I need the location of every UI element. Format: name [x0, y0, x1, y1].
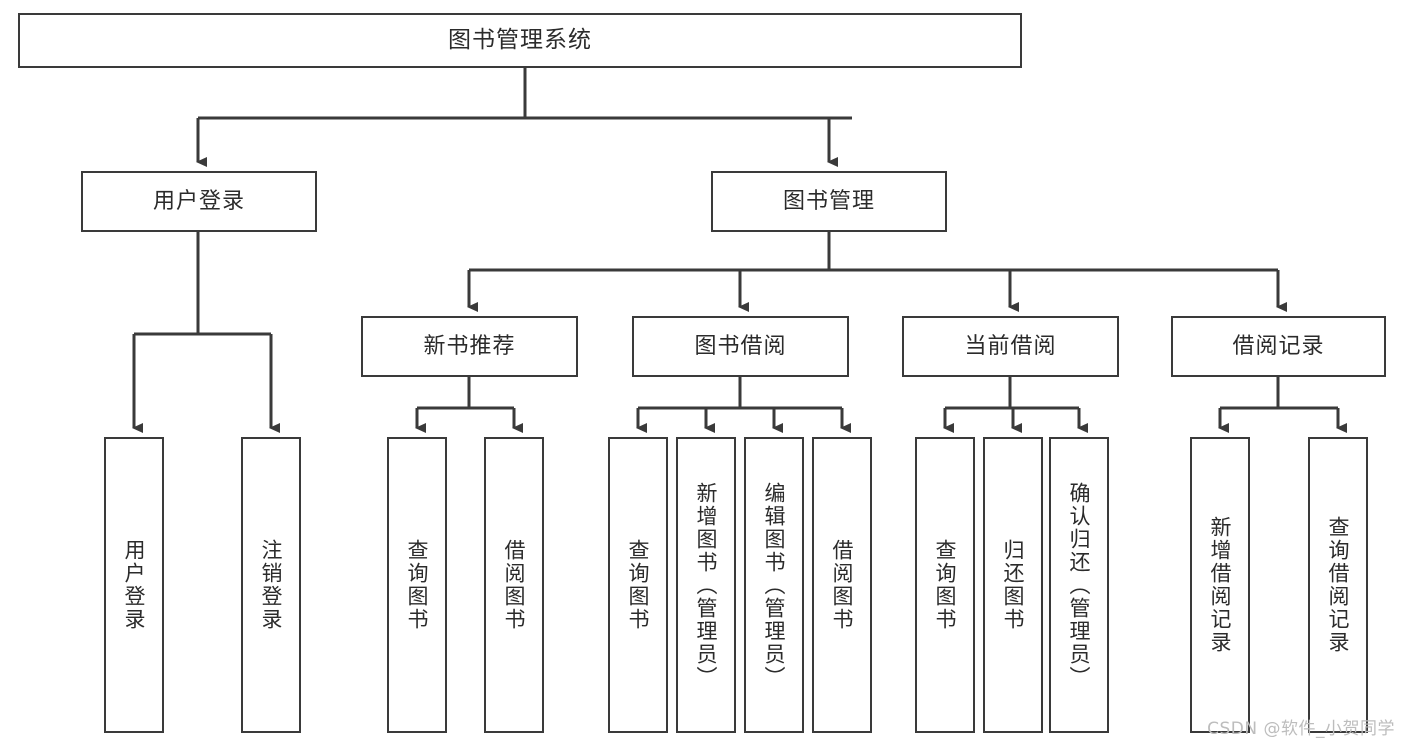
leaf-query-borrow-record-label: 查询借阅记录	[1326, 516, 1351, 654]
node-book-borrow[interactable]: 图书借阅	[632, 316, 849, 377]
node-user-login[interactable]: 用户登录	[81, 171, 317, 232]
leaf-add-book-admin[interactable]: 新增图书（管理员）	[676, 437, 736, 733]
node-new-book-recommend[interactable]: 新书推荐	[361, 316, 578, 377]
leaf-borrow-book-newbook[interactable]: 借阅图书	[484, 437, 544, 733]
node-current-borrow[interactable]: 当前借阅	[902, 316, 1119, 377]
leaf-query-book-borrow[interactable]: 查询图书	[608, 437, 668, 733]
node-root-label: 图书管理系统	[448, 27, 592, 54]
leaf-user-login[interactable]: 用户登录	[104, 437, 164, 733]
leaf-query-book-current-label: 查询图书	[933, 539, 958, 631]
node-root[interactable]: 图书管理系统	[18, 13, 1022, 68]
leaf-edit-book-admin[interactable]: 编辑图书（管理员）	[744, 437, 804, 733]
leaf-query-book-current[interactable]: 查询图书	[915, 437, 975, 733]
leaf-add-book-admin-label: 新增图书（管理员）	[694, 481, 719, 689]
node-book-management-label: 图书管理	[782, 188, 875, 214]
leaf-query-book-newbook-label: 查询图书	[405, 539, 430, 631]
node-current-borrow-label: 当前借阅	[964, 333, 1057, 359]
leaf-return-book-label: 归还图书	[1001, 539, 1026, 631]
leaf-logout-label: 注销登录	[259, 539, 284, 631]
watermark: CSDN @软件_小贺同学	[1207, 719, 1395, 739]
leaf-confirm-return-admin-label: 确认归还（管理员）	[1067, 481, 1092, 689]
leaf-add-borrow-record-label: 新增借阅记录	[1208, 516, 1233, 654]
leaf-query-borrow-record[interactable]: 查询借阅记录	[1308, 437, 1368, 733]
leaf-borrow-book-label: 借阅图书	[830, 539, 855, 631]
node-new-book-recommend-label: 新书推荐	[423, 333, 516, 359]
node-book-borrow-label: 图书借阅	[694, 333, 787, 359]
leaf-edit-book-admin-label: 编辑图书（管理员）	[762, 481, 787, 689]
node-borrow-record-label: 借阅记录	[1232, 333, 1325, 359]
node-borrow-record[interactable]: 借阅记录	[1171, 316, 1386, 377]
node-book-management[interactable]: 图书管理	[711, 171, 947, 232]
leaf-borrow-book-newbook-label: 借阅图书	[502, 539, 527, 631]
leaf-confirm-return-admin[interactable]: 确认归还（管理员）	[1049, 437, 1109, 733]
leaf-logout[interactable]: 注销登录	[241, 437, 301, 733]
leaf-add-borrow-record[interactable]: 新增借阅记录	[1190, 437, 1250, 733]
leaf-return-book[interactable]: 归还图书	[983, 437, 1043, 733]
leaf-query-book-newbook[interactable]: 查询图书	[387, 437, 447, 733]
leaf-query-book-borrow-label: 查询图书	[626, 539, 651, 631]
node-user-login-label: 用户登录	[152, 188, 245, 214]
leaf-user-login-label: 用户登录	[122, 539, 147, 631]
leaf-borrow-book[interactable]: 借阅图书	[812, 437, 872, 733]
